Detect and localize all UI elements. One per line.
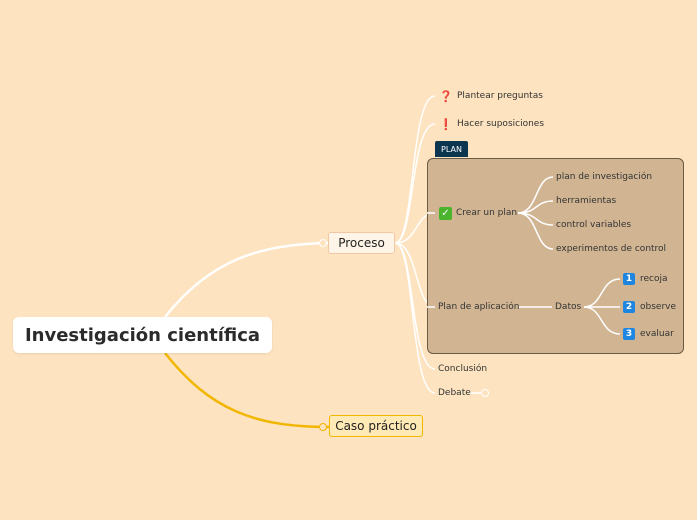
list-item[interactable]: 1 recoja bbox=[623, 272, 668, 286]
crear-item-label: plan de investigación bbox=[556, 172, 653, 182]
question-icon: ❓ bbox=[439, 89, 453, 103]
check-icon: ✓ bbox=[439, 206, 452, 220]
caso-practico-topic[interactable]: Caso práctico bbox=[329, 415, 423, 437]
caso-practico-label: Caso práctico bbox=[335, 419, 417, 433]
proceso-topic[interactable]: Proceso bbox=[328, 232, 395, 254]
plantear-preguntas-label: Plantear preguntas bbox=[457, 91, 543, 101]
proceso-label: Proceso bbox=[338, 236, 385, 250]
number-2-icon: 2 bbox=[623, 301, 635, 313]
caso-collapse-toggle[interactable] bbox=[319, 423, 327, 431]
debate-collapse-toggle[interactable] bbox=[481, 389, 489, 397]
central-topic-label: Investigación científica bbox=[24, 324, 261, 346]
connector-root-caso bbox=[164, 352, 330, 429]
crear-item-label: experimentos de control bbox=[556, 244, 667, 254]
debate-label: Debate bbox=[438, 388, 471, 398]
list-item[interactable]: 3 evaluar bbox=[623, 327, 674, 341]
list-item[interactable]: plan de investigación bbox=[556, 170, 652, 184]
connector-root-proceso bbox=[164, 241, 329, 318]
conclusion-label: Conclusión bbox=[438, 364, 488, 374]
exclamation-icon: ❗ bbox=[439, 117, 453, 131]
datos-item-label: recoja bbox=[640, 274, 668, 284]
list-item[interactable]: experimentos de control bbox=[556, 242, 666, 256]
crear-item-label: herramientas bbox=[556, 196, 617, 206]
hacer-suposiciones-topic[interactable]: ❗ Hacer suposiciones bbox=[439, 117, 545, 131]
debate-topic[interactable]: Debate bbox=[438, 386, 471, 400]
crear-item-label: control variables bbox=[556, 220, 632, 230]
crear-un-plan-label: Crear un plan bbox=[456, 208, 518, 218]
plan-boundary-tag[interactable]: PLAN bbox=[435, 141, 468, 157]
proceso-collapse-toggle[interactable] bbox=[319, 239, 327, 247]
conclusion-topic[interactable]: Conclusión bbox=[438, 362, 487, 376]
hacer-suposiciones-label: Hacer suposiciones bbox=[457, 119, 545, 129]
plan-tag-label: PLAN bbox=[441, 144, 462, 154]
datos-item-label: observe bbox=[640, 302, 677, 312]
plan-de-aplicacion-topic[interactable]: Plan de aplicación bbox=[438, 300, 519, 314]
list-item[interactable]: control variables bbox=[556, 218, 631, 232]
plantear-preguntas-topic[interactable]: ❓ Plantear preguntas bbox=[439, 89, 543, 103]
connector-proceso-children bbox=[394, 95, 436, 394]
central-topic[interactable]: Investigación científica bbox=[13, 317, 272, 353]
plan-de-aplicacion-label: Plan de aplicación bbox=[438, 302, 520, 312]
list-item[interactable]: herramientas bbox=[556, 194, 616, 208]
datos-topic[interactable]: Datos bbox=[555, 300, 581, 314]
plan-boundary[interactable] bbox=[427, 158, 684, 354]
number-1-icon: 1 bbox=[623, 273, 635, 285]
crear-un-plan-topic[interactable]: ✓ Crear un plan bbox=[439, 206, 517, 220]
datos-item-label: evaluar bbox=[640, 329, 674, 339]
datos-label: Datos bbox=[555, 302, 582, 312]
list-item[interactable]: 2 observe bbox=[623, 300, 676, 314]
number-3-icon: 3 bbox=[623, 328, 635, 340]
